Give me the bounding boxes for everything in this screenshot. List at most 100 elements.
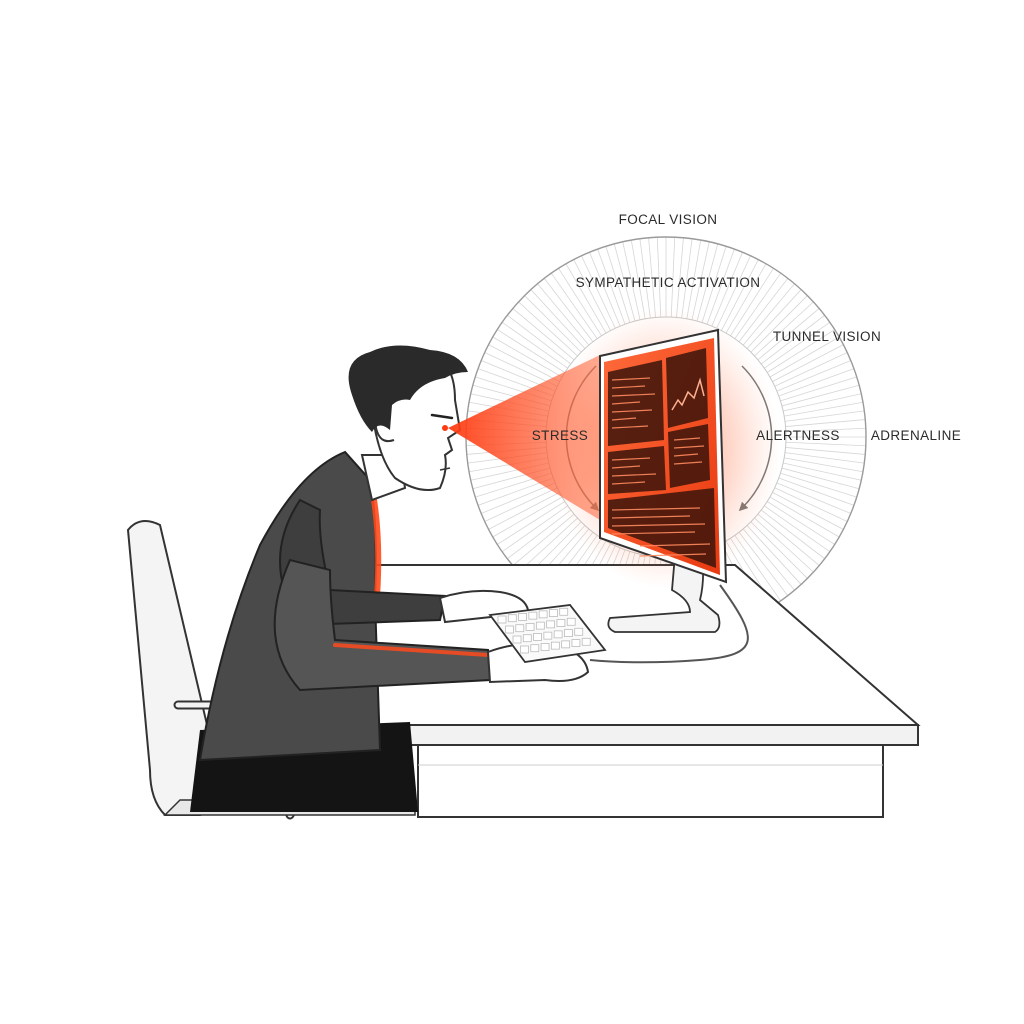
keyboard-key xyxy=(574,627,584,636)
screen-text-line xyxy=(611,473,657,477)
vision-ray xyxy=(772,344,844,382)
vision-ray xyxy=(613,243,636,322)
keyboard-key xyxy=(566,617,576,626)
vision-ray xyxy=(630,239,646,319)
keyboard-key xyxy=(581,637,591,646)
hair xyxy=(348,345,468,432)
vision-ray xyxy=(750,295,808,353)
vision-ray xyxy=(783,462,862,481)
vision-ray xyxy=(760,314,825,365)
keyboard-key xyxy=(522,634,532,643)
keyboard-key xyxy=(505,625,514,634)
vision-ray xyxy=(484,487,558,522)
vision-ray xyxy=(512,308,575,361)
vision-ray xyxy=(507,509,572,560)
vision-ray xyxy=(543,278,594,343)
keyboard-key xyxy=(528,611,538,620)
vision-ray xyxy=(558,268,602,337)
eye xyxy=(442,425,448,431)
vision-ray xyxy=(778,368,855,397)
keyboard-key xyxy=(525,623,535,631)
keyboard-key xyxy=(540,643,550,651)
vision-ray xyxy=(512,513,575,566)
label-focal-vision: FOCAL VISION xyxy=(619,212,718,227)
label-sympathetic-activation: SYMPATHETIC ACTIVATION xyxy=(576,275,761,290)
vision-ray xyxy=(769,496,840,538)
monitor xyxy=(599,328,728,633)
keyboard-key xyxy=(543,631,553,640)
vision-ray xyxy=(757,308,820,361)
vision-ray xyxy=(524,295,582,353)
screen-text-line xyxy=(611,531,696,535)
screen-text-line xyxy=(611,465,641,469)
vision-ray xyxy=(784,452,865,464)
vision-ray xyxy=(711,252,743,327)
vision-ray xyxy=(776,482,851,514)
label-tunnel-vision: TUNNEL VISION xyxy=(773,329,881,344)
vision-ray xyxy=(776,360,851,392)
label-stress: STRESS xyxy=(532,428,588,443)
vision-ray xyxy=(492,336,563,378)
keyboard-key xyxy=(571,639,581,647)
screen-text-line xyxy=(611,377,651,381)
vision-ray xyxy=(716,255,751,329)
vision-ray xyxy=(746,289,802,349)
vision-ray xyxy=(725,263,767,334)
vision-ray xyxy=(597,248,626,325)
vision-ray xyxy=(774,487,848,522)
screen-text-line xyxy=(611,401,641,405)
vision-ray xyxy=(780,472,857,498)
screen-text-line xyxy=(673,445,705,449)
screen-text-line xyxy=(639,553,707,557)
eyebrow xyxy=(430,413,454,420)
vision-ray xyxy=(497,329,566,373)
vision-ray xyxy=(648,237,656,318)
screen-text-line xyxy=(611,417,637,421)
vision-ray xyxy=(766,501,835,545)
vision-ray xyxy=(701,246,727,323)
keyboard-key xyxy=(553,630,563,639)
vision-ray xyxy=(785,447,866,455)
label-alertness: ALERTNESS xyxy=(756,428,840,443)
screen-text-line xyxy=(673,453,699,457)
screen-text-line xyxy=(611,385,646,389)
monitor-cable xyxy=(589,584,749,664)
vision-ray xyxy=(730,268,774,337)
vision-ray xyxy=(488,344,560,382)
keyboard-key xyxy=(549,609,558,617)
arm-highlight xyxy=(333,643,490,657)
vision-ray xyxy=(488,492,560,530)
vision-ray xyxy=(530,289,586,349)
vision-ray xyxy=(766,329,835,373)
vision-ray xyxy=(537,283,590,346)
keyboard-key xyxy=(497,615,507,624)
vision-ray xyxy=(764,505,831,553)
vision-ray xyxy=(507,314,572,365)
vision-ray xyxy=(581,255,616,329)
vision-ray xyxy=(784,457,864,473)
screen-text-line xyxy=(611,393,656,397)
vision-ray xyxy=(785,419,866,427)
vision-ray xyxy=(501,505,568,553)
screen-text-line xyxy=(611,457,651,461)
vision-ray xyxy=(484,352,558,387)
keyboard-key xyxy=(512,635,522,644)
screen-text-line xyxy=(611,515,691,519)
keyboard-key xyxy=(507,614,517,623)
vision-ray xyxy=(670,237,676,318)
keyboard xyxy=(488,604,607,663)
keyboard-key xyxy=(538,610,548,619)
vision-ray xyxy=(518,517,578,573)
vision-ray xyxy=(734,272,782,339)
vision-ray xyxy=(691,241,710,320)
vision-ray xyxy=(681,238,693,319)
vision-ray xyxy=(573,259,611,331)
keyboard-key xyxy=(550,641,560,650)
vision-ray xyxy=(774,352,848,387)
keyboard-key xyxy=(561,640,571,649)
vision-ray xyxy=(750,521,808,579)
keyboard-key xyxy=(535,621,545,630)
mouth xyxy=(439,467,451,471)
vision-ray xyxy=(721,259,759,331)
